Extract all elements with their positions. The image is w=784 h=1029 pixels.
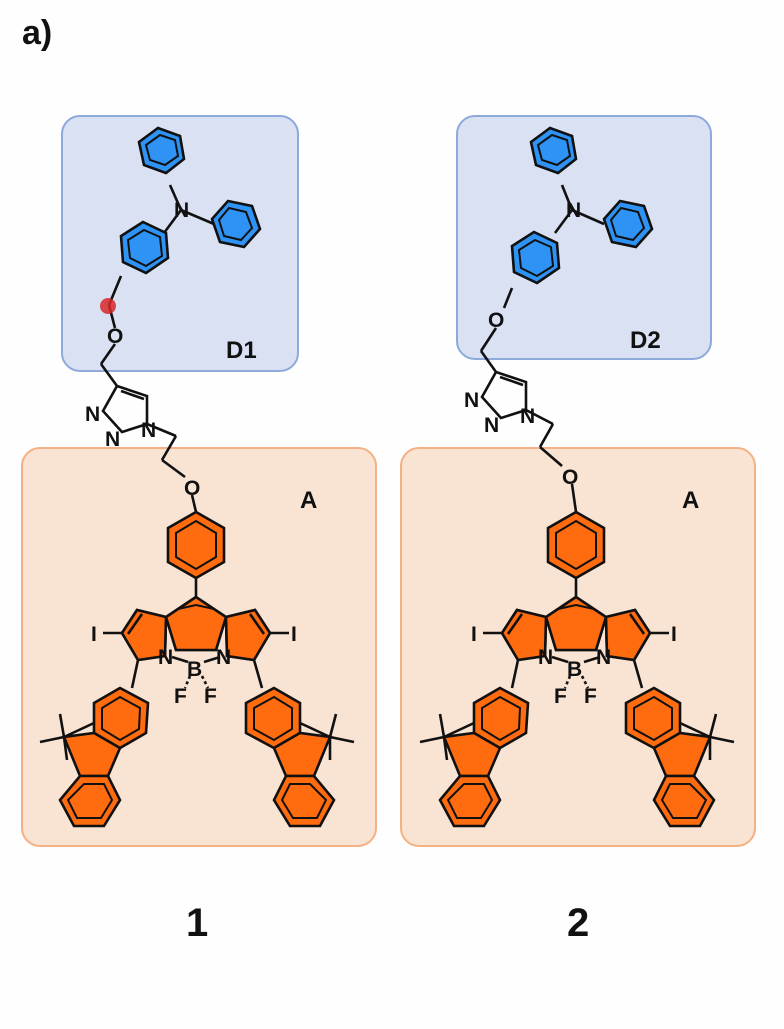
triazole-n2: N <box>105 428 120 451</box>
acceptor-label: A <box>300 487 317 514</box>
boron: B <box>187 658 202 681</box>
acceptor-rings <box>438 510 716 828</box>
atom-labels: N O N N N O I I N N B F F <box>464 199 677 708</box>
triazole-n2: N <box>484 414 499 437</box>
bodipy-nitrogen-right: N <box>596 646 611 669</box>
donor-rings <box>119 126 262 275</box>
fluorine-right: F <box>584 685 597 708</box>
acceptor-rings <box>58 510 336 828</box>
amine-nitrogen: N <box>174 199 189 222</box>
fluorine-right: F <box>204 685 217 708</box>
bodipy-center-ring <box>544 595 608 652</box>
panel-label: a) <box>22 14 52 52</box>
iodine-left: I <box>471 623 477 646</box>
iodine-right: I <box>671 623 677 646</box>
ether-oxygen: O <box>107 325 123 348</box>
linker-oxygen: O <box>562 466 578 489</box>
bonds <box>419 184 735 761</box>
pyrrole-left <box>120 608 168 662</box>
pyrrole-left <box>500 608 548 662</box>
compound-number: 1 <box>186 901 208 945</box>
atom-labels: N O N N N O I I N N B F F <box>85 199 297 708</box>
ether-oxygen: O <box>488 309 504 332</box>
amine-nitrogen: N <box>566 199 581 222</box>
acceptor-label: A <box>682 487 699 514</box>
linker-oxygen: O <box>184 477 200 500</box>
triazole-n1: N <box>520 405 535 428</box>
bodipy-nitrogen-right: N <box>216 646 231 669</box>
fluorine-left: F <box>554 685 567 708</box>
highlighted-atom <box>100 298 116 314</box>
donor-rings <box>510 126 654 285</box>
iodine-right: I <box>291 623 297 646</box>
triazole-n1: N <box>141 419 156 442</box>
donor-box <box>456 115 712 360</box>
bodipy-center-ring <box>164 595 228 652</box>
pyrrole-right <box>604 608 652 662</box>
donor-label: D2 <box>630 327 661 354</box>
compound-number: 2 <box>567 901 589 945</box>
bodipy-nitrogen-left: N <box>538 646 553 669</box>
donor-box <box>61 115 299 372</box>
triazole-n3: N <box>85 403 100 426</box>
donor-label: D1 <box>226 337 257 364</box>
structure-2: N O N N N O I I N N B F F D2 A 2 <box>400 115 756 945</box>
bodipy-nitrogen-left: N <box>158 646 173 669</box>
iodine-left: I <box>91 623 97 646</box>
triazole-n3: N <box>464 389 479 412</box>
fluorine-left: F <box>174 685 187 708</box>
pyrrole-right <box>224 608 272 662</box>
boron: B <box>567 658 582 681</box>
structure-1: N O N N N O I I N N B F F D1 A 1 <box>21 115 377 945</box>
